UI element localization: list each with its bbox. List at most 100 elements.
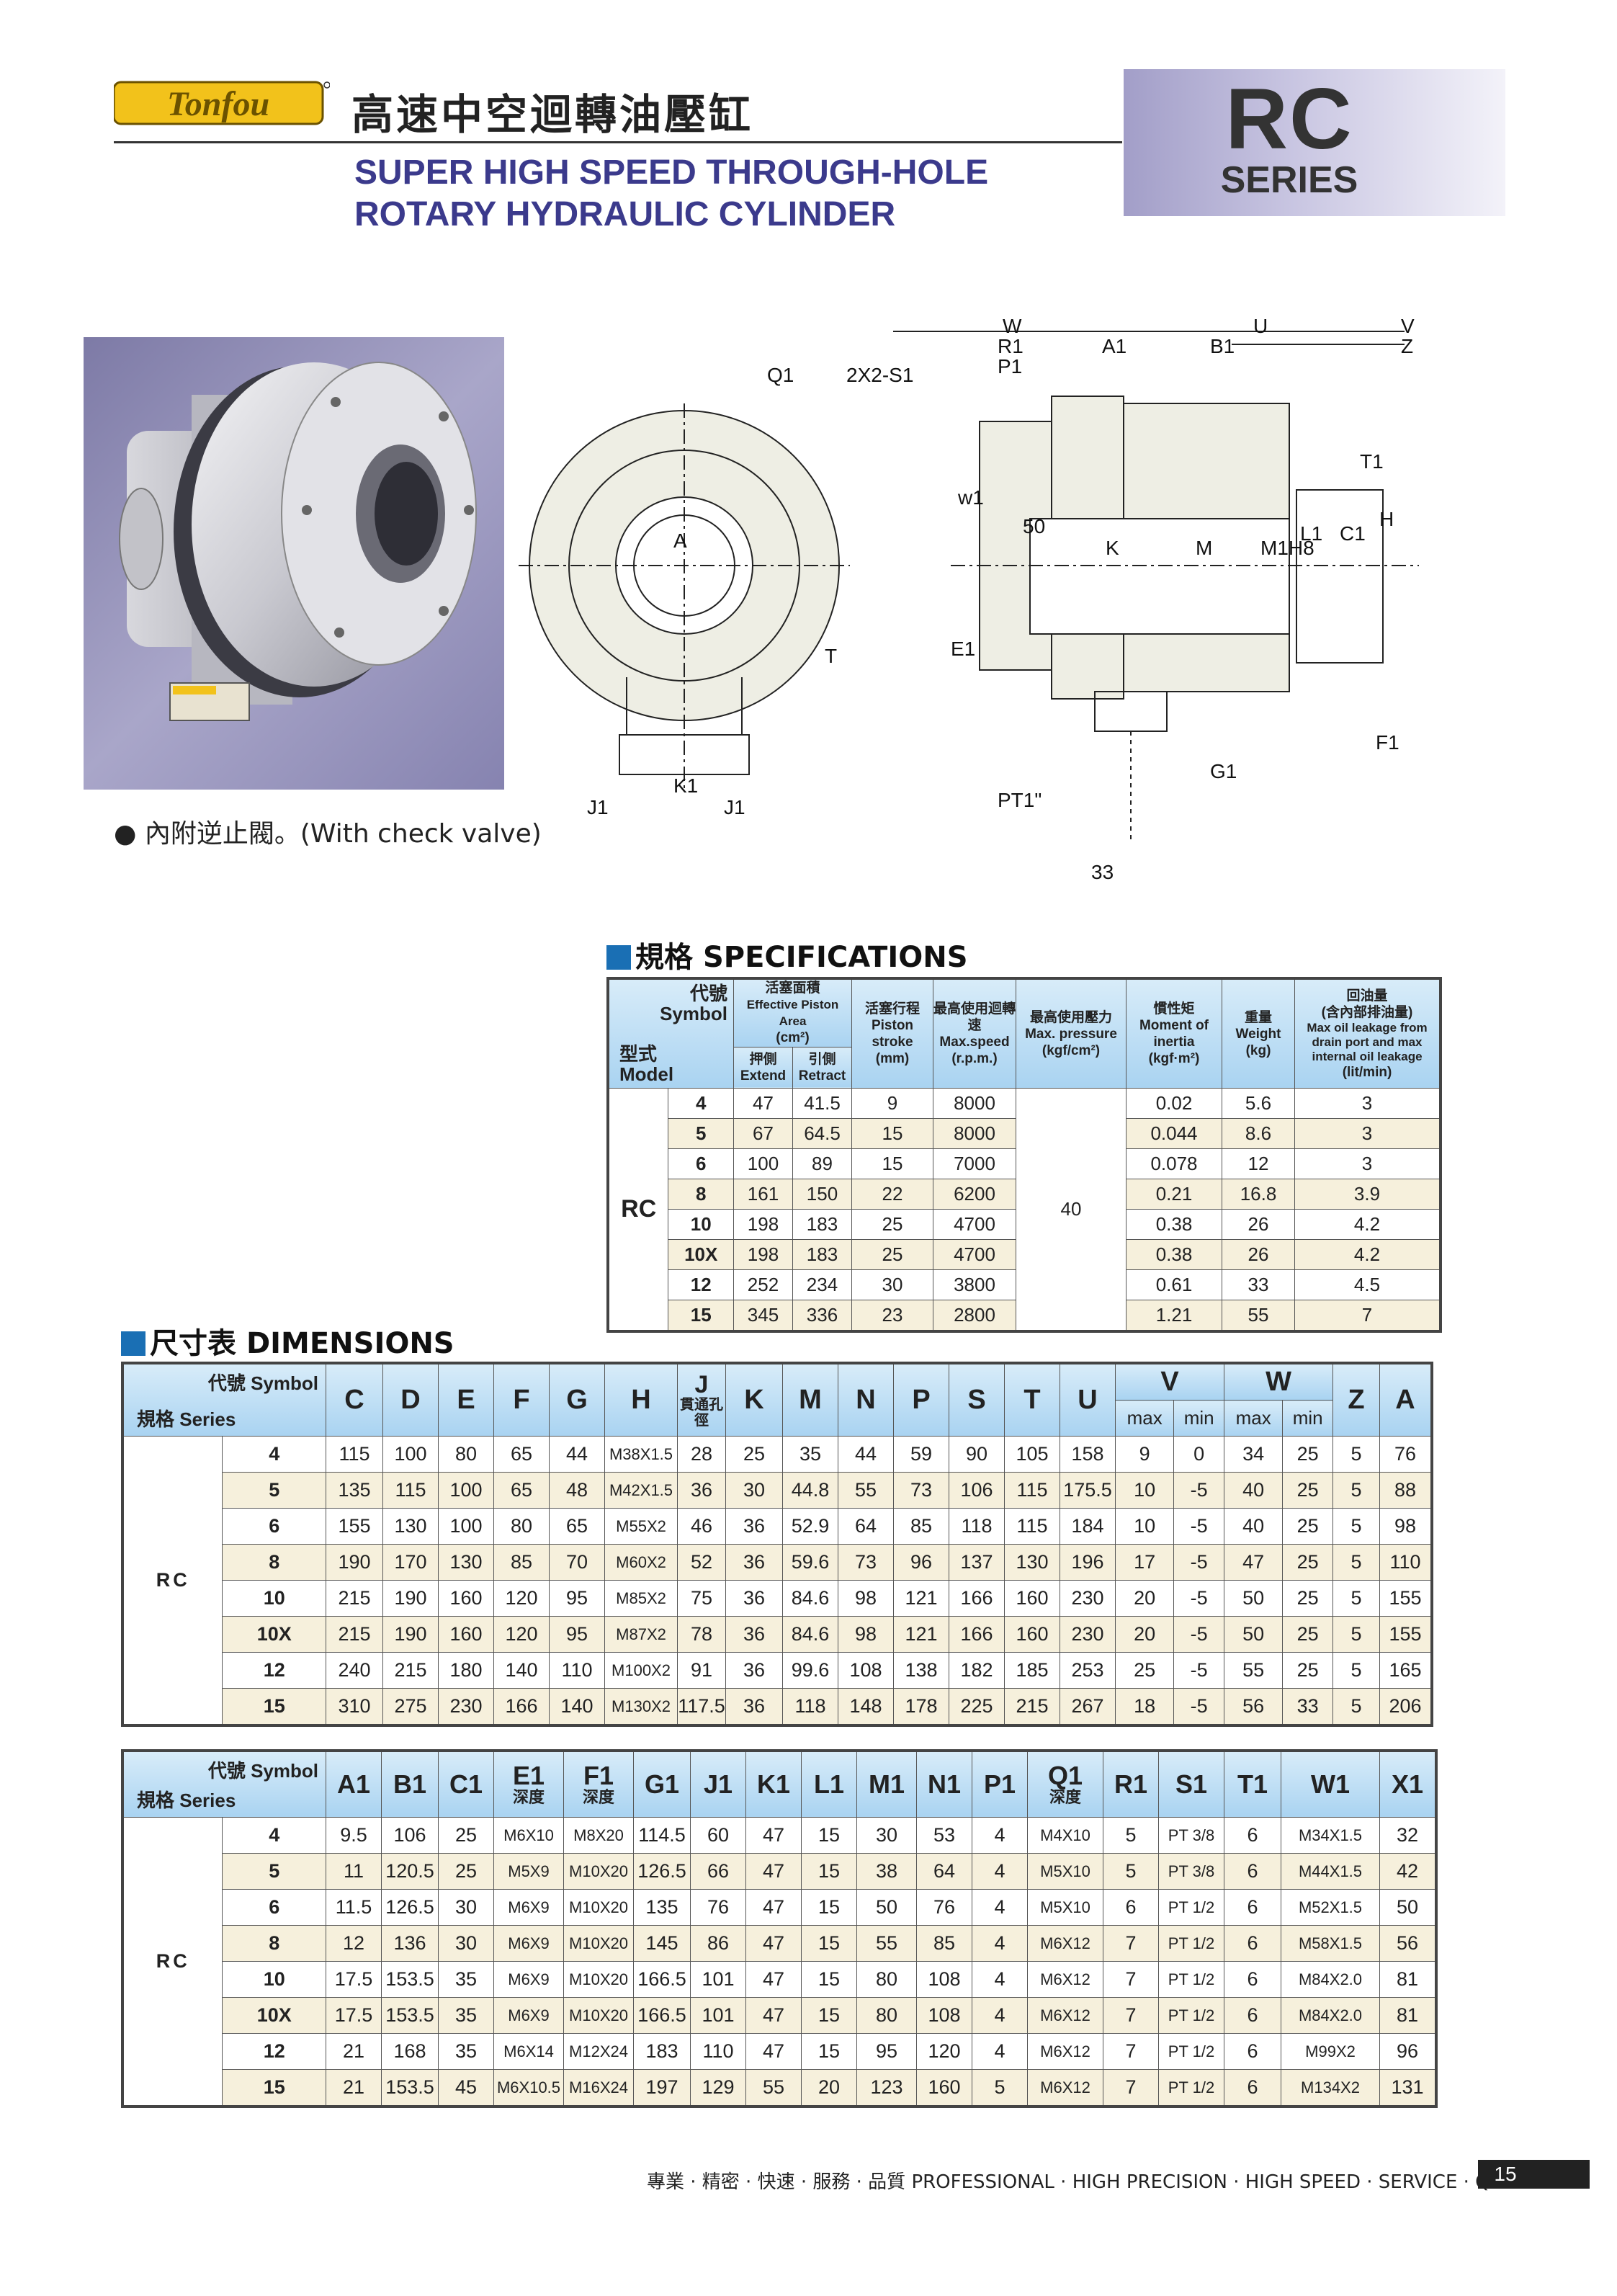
spec-speed-unit: (r.p.m.) [951, 1051, 998, 1066]
spec-area-en: Effective Piston Area [746, 998, 839, 1029]
dim1-value-cell: 0 [1173, 1436, 1224, 1473]
dim1-value-cell: 118 [949, 1508, 1005, 1545]
dim1-value-cell: 5 [1332, 1436, 1380, 1473]
spec-extend-en: Extend [740, 1068, 787, 1084]
label-b1: B1 [1210, 335, 1235, 357]
dim1-value-cell: 20 [1114, 1616, 1175, 1653]
dim1-value-cell: 5 [1332, 1652, 1380, 1689]
dim1-col-t: T [1004, 1362, 1060, 1437]
dim2-value-cell: 5 [1103, 1853, 1159, 1890]
dim2-value-cell: 4 [972, 1853, 1028, 1890]
dim1-value-cell: 166 [949, 1616, 1005, 1653]
dim2-value-cell: M6X12 [1027, 1925, 1103, 1962]
spec-stroke-cell: 22 [851, 1179, 933, 1210]
dim1-value-cell: 96 [893, 1544, 949, 1581]
dim2-col-f1-depth: 深度 [582, 1788, 614, 1806]
spec-symbol-en: Symbol [660, 1003, 727, 1024]
dim1-value-cell: 100 [438, 1472, 494, 1509]
title-english-line2: ROTARY HYDRAULIC CYLINDER [354, 195, 896, 233]
dim1-col-w-max: max [1223, 1400, 1284, 1437]
spec-retract-cell: 150 [792, 1179, 852, 1210]
dim1-value-cell: 44 [838, 1436, 894, 1473]
dim2-value-cell: 6 [1224, 1961, 1281, 1998]
dim2-value-cell: M16X24 [563, 2069, 634, 2107]
spec-weight-cell: 33 [1222, 1269, 1295, 1300]
spec-retract-cell: 336 [792, 1300, 852, 1332]
dim2-value-cell: 108 [916, 1997, 972, 2034]
dim1-value-cell: 52.9 [782, 1508, 838, 1545]
spec-stroke-cell: 25 [851, 1209, 933, 1240]
label-u: U [1253, 317, 1268, 337]
dim1-size-cell: 15 [222, 1688, 326, 1726]
spec-weight-cell: 5.6 [1222, 1088, 1295, 1119]
spec-col-weight: 重量 Weight (kg) [1222, 978, 1295, 1089]
dim2-col-w1-letter: W1 [1311, 1769, 1350, 1799]
dim2-symbol-label: 代號 Symbol [207, 1760, 318, 1782]
dim1-col-c: C [326, 1362, 383, 1437]
dim2-value-cell: M6X14 [493, 2033, 564, 2070]
dim2-value-cell: M6X12 [1027, 2033, 1103, 2070]
dim1-value-cell: 85 [893, 1508, 949, 1545]
dim2-value-cell: 6 [1224, 1853, 1281, 1890]
section-square [606, 945, 631, 970]
dim2-value-cell: M8X20 [563, 1817, 634, 1854]
spec-weight-unit: (kg) [1245, 1042, 1271, 1058]
dim1-value-cell: 155 [1379, 1580, 1433, 1617]
dim2-value-cell: M134X2 [1281, 2069, 1380, 2107]
dim1-value-cell: 160 [438, 1580, 494, 1617]
dim1-value-cell: 98 [1379, 1508, 1433, 1545]
dim1-value-cell: 25 [1282, 1436, 1333, 1473]
dim2-value-cell: 106 [381, 1817, 439, 1854]
spec-extend-cell: 252 [733, 1269, 793, 1300]
dim2-value-cell: M84X2.0 [1281, 1997, 1380, 2034]
dim2-value-cell: M10X20 [563, 1925, 634, 1962]
dim1-value-cell: -5 [1173, 1508, 1224, 1545]
dim2-value-cell: 15 [801, 1925, 857, 1962]
spec-retract-cell: 183 [792, 1209, 852, 1240]
dim1-value-cell: 65 [493, 1436, 550, 1473]
dim2-value-cell: 35 [438, 2033, 494, 2070]
spec-weight-cell: 26 [1222, 1239, 1295, 1270]
dim2-value-cell: 101 [690, 1997, 746, 2034]
spec-leak-en: Max oil leakage from drain port and max … [1307, 1020, 1428, 1063]
dim1-value-cell: 170 [382, 1544, 439, 1581]
dim2-value-cell: 136 [381, 1925, 439, 1962]
dim1-value-cell: 85 [493, 1544, 550, 1581]
dim2-value-cell: M5X10 [1027, 1853, 1103, 1890]
dim2-col-k1-letter: K1 [756, 1769, 791, 1799]
dim1-col-g: G [549, 1362, 605, 1437]
dim1-value-cell: 25 [1282, 1652, 1333, 1689]
dim2-value-cell: M6X10.5 [493, 2069, 564, 2107]
spec-weight-en: Weight [1235, 1026, 1281, 1042]
dim2-value-cell: 6 [1224, 2033, 1281, 2070]
dim2-value-cell: M4X10 [1027, 1817, 1103, 1854]
dim2-value-cell: 135 [633, 1889, 691, 1926]
header-rule [114, 141, 1122, 143]
dim1-value-cell: 160 [1004, 1616, 1060, 1653]
dim2-col-r1: R1 [1103, 1750, 1159, 1818]
dim1-value-cell: 267 [1060, 1688, 1116, 1726]
dim1-value-cell: M85X2 [604, 1580, 678, 1617]
spec-extend-cell: 100 [733, 1148, 793, 1179]
dim1-value-cell: 36 [725, 1544, 783, 1581]
dim1-value-cell: 25 [1282, 1616, 1333, 1653]
dim1-value-cell: 115 [382, 1472, 439, 1509]
label-q1: Q1 [767, 364, 794, 386]
dim2-value-cell: M6X12 [1027, 2069, 1103, 2107]
dim1-value-cell: 158 [1060, 1436, 1116, 1473]
dim2-value-cell: 7 [1103, 2069, 1159, 2107]
dim2-value-cell: 50 [1379, 1889, 1437, 1926]
dim2-model-cell: RC [122, 1817, 223, 2107]
dim1-value-cell: M100X2 [604, 1652, 678, 1689]
spec-stroke-cn: 活塞行程 [864, 1001, 920, 1017]
dim1-value-cell: 100 [382, 1436, 439, 1473]
dim2-size-cell: 10X [222, 1997, 326, 2034]
spec-leak-cell: 3.9 [1294, 1179, 1441, 1210]
dim2-value-cell: 35 [438, 1997, 494, 2034]
dim1-value-cell: 98 [838, 1616, 894, 1653]
dim2-value-cell: 4 [972, 1997, 1028, 2034]
